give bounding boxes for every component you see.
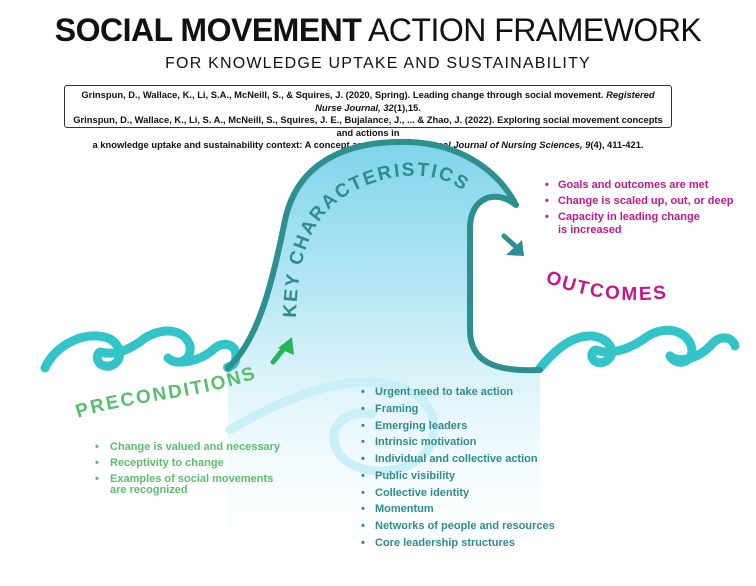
citation-2-issue: (4), 411-421. (590, 139, 644, 150)
preconditions-list: • Change is valued and necessary • Recepti… (95, 440, 280, 496)
list-item: • Individual and collective action (361, 451, 555, 468)
list-item: • Urgent need to take action (361, 384, 555, 401)
bullet: • (361, 436, 365, 449)
citation-box: Grinspun, D., Wallace, K., Li, S.A., McN… (64, 85, 672, 150)
list-item: • Emerging leaders (361, 418, 555, 435)
big-wave-outline (225, 138, 543, 374)
bullet: • (361, 453, 365, 465)
item-text-line-1: Examples of social movements (110, 473, 274, 485)
citation-line-2: Grinspun, D., Wallace, K., Li, S. A., Mc… (73, 114, 663, 138)
citation-line-3: a knowledge uptake and sustainability co… (69, 139, 667, 152)
bullet: • (361, 469, 365, 482)
bullet: • (95, 473, 99, 485)
list-item: • Goals and outcomes are met (545, 178, 733, 194)
list-item: • Collective identity (361, 485, 555, 502)
item-text: Emerging leaders (375, 419, 468, 432)
bullet: • (361, 402, 365, 415)
bullet: • (361, 536, 365, 549)
item-text: Core leadership structures (375, 536, 515, 549)
citation-1-journal: Registered Nurse Journal, 32 (315, 89, 655, 113)
item-text: Receptivity to change (110, 456, 224, 469)
list-item: • Change is scaled up, out, or deep (545, 194, 733, 210)
bullet: • (361, 486, 365, 499)
outcomes-heading: OUTCOMES (543, 267, 669, 305)
page-title: SOCIAL MOVEMENT ACTION FRAMEWORK (0, 12, 756, 49)
item-text-line-2: is increased (558, 224, 622, 236)
item-text: Change is valued and necessary (110, 441, 280, 453)
citation-2-journal: International Journal of Nursing Science… (394, 139, 591, 150)
item-text: Intrinsic motivation (375, 436, 477, 449)
item-text: Framing (375, 402, 419, 415)
outcomes-list: • Goals and outcomes are met • Change is s… (545, 178, 733, 237)
item-text: Goals and outcomes are met (558, 179, 709, 191)
bullet: • (545, 194, 549, 207)
title-regular: ACTION FRAMEWORK (367, 12, 702, 48)
citation-1-issue: (1),15. (393, 101, 421, 113)
bullet: • (545, 179, 549, 191)
list-item: • Public visibility (361, 468, 555, 485)
citation-line-1: Grinspun, D., Wallace, K., Li, S.A., McN… (69, 89, 667, 114)
right-small-waves (535, 325, 740, 373)
list-item: • Receptivity to change (95, 456, 280, 472)
citation-1-text: Grinspun, D., Wallace, K., Li, S.A., McN… (81, 89, 604, 100)
list-item: • Change is valued and necessary (95, 440, 280, 456)
item-text-line-2: are recognized (110, 484, 188, 496)
title-bold: SOCIAL MOVEMENT (54, 12, 362, 48)
key-characteristics-list: • Urgent need to take action • Framing • Em… (361, 384, 555, 552)
item-text: Momentum (375, 503, 434, 516)
bullet: • (95, 441, 99, 453)
bullet: • (545, 211, 549, 223)
item-text-line-1: Capacity in leading change (558, 211, 700, 223)
bullet: • (361, 386, 365, 398)
bullet: • (361, 503, 365, 516)
list-item: • Networks of people and resources (361, 518, 555, 535)
bullet: • (95, 456, 99, 469)
arrow-to-outcomes (501, 233, 524, 256)
citation-2-text: a knowledge uptake and sustainability co… (92, 139, 392, 150)
list-item: • Framing (361, 401, 555, 418)
bullet: • (361, 520, 365, 532)
item-text: Public visibility (375, 469, 456, 482)
bullet: • (361, 419, 365, 432)
item-text: Networks of people and resources (375, 520, 555, 532)
arrow-to-key-characteristics (270, 337, 294, 365)
list-item: • Intrinsic motivation (361, 434, 555, 451)
left-small-waves (40, 326, 241, 373)
list-item: • Momentum (361, 501, 555, 518)
list-item: • Core leadership structures (361, 535, 555, 552)
inner-swirl (225, 377, 439, 476)
page-subtitle: FOR KNOWLEDGE UPTAKE AND SUSTAINABILITY (165, 55, 591, 72)
item-text: Collective identity (375, 486, 470, 499)
item-text: Individual and collective action (375, 453, 538, 465)
item-text: Urgent need to take action (375, 386, 514, 398)
big-wave-fill (228, 141, 540, 586)
item-text: Change is scaled up, out, or deep (558, 194, 734, 207)
